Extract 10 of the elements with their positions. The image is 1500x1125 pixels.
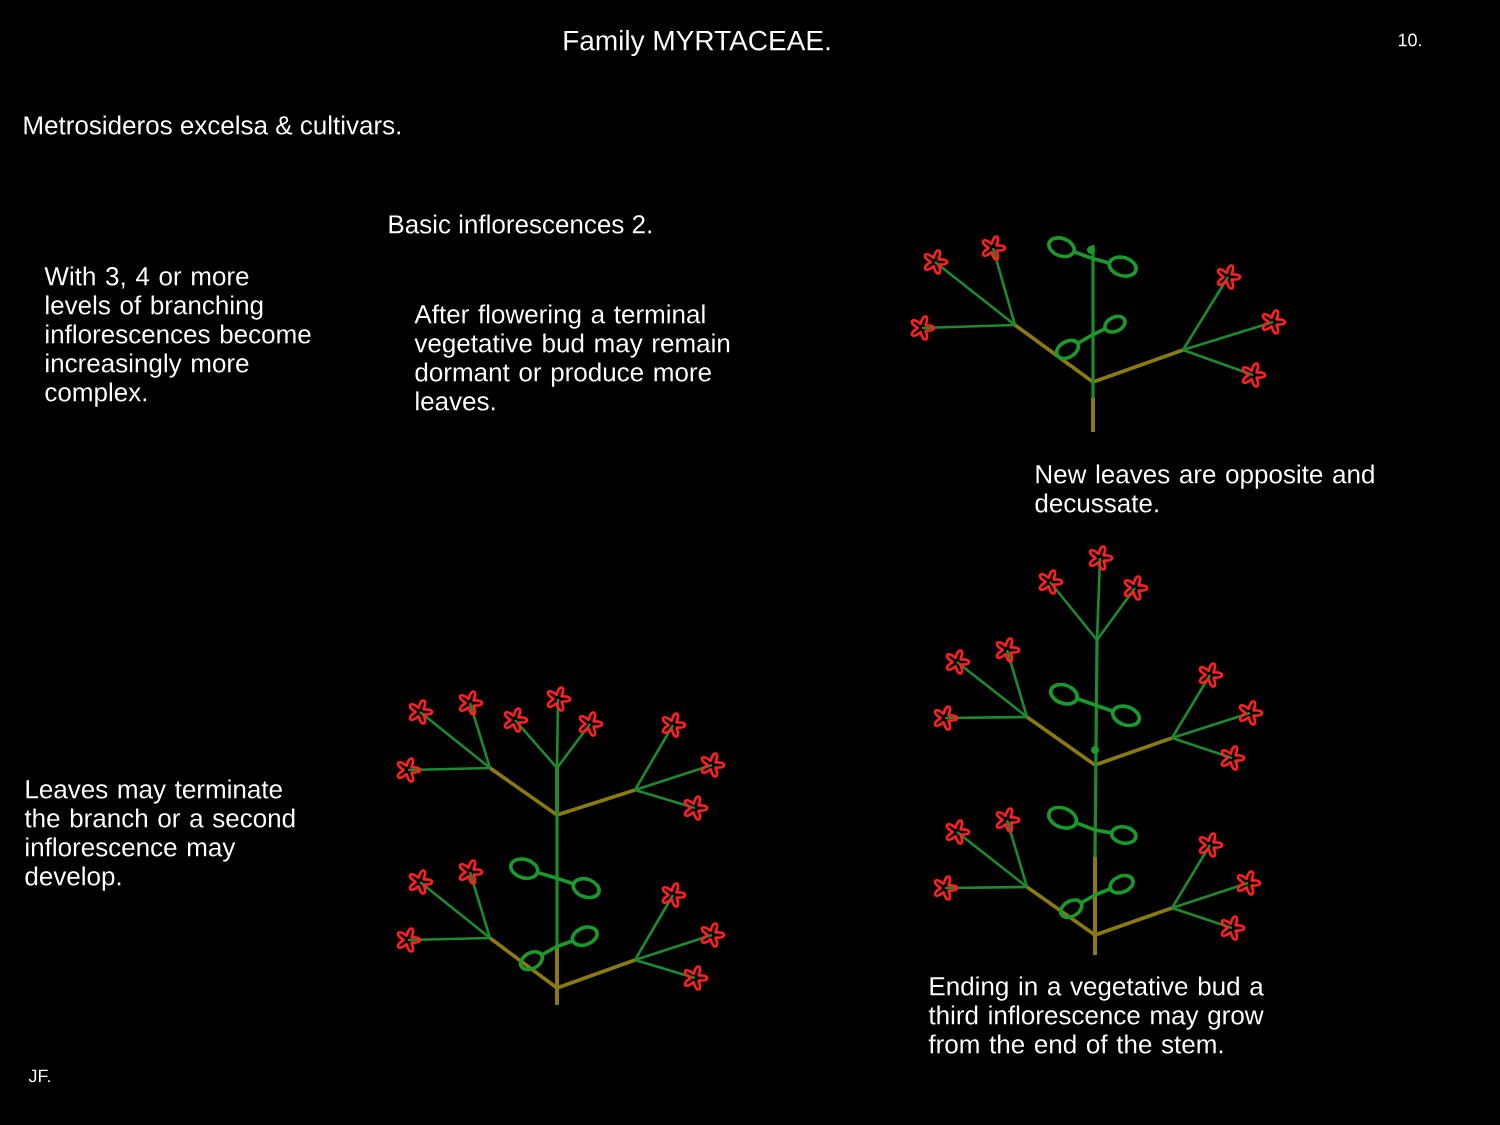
signature: JF. [28, 1069, 50, 1083]
subtitle: Metrosideros excelsa & cultivars. [24, 115, 400, 135]
note: Leaves may terminate the branch or a second inflorescence may develop. [24, 779, 295, 891]
note: Ending in a vegetative bud a third inflorescence may grow from the end of the stem. [928, 976, 1264, 1054]
page-number: 10. [1398, 33, 1421, 47]
note: New leaves are opposite and decussate. [1035, 464, 1374, 513]
note: With 3, 4 or more levels of branching inflorescences become increasingly more complex. [44, 266, 311, 407]
note: After flowering a terminal vegetative bud may remain dormant or produce more leaves. [414, 304, 730, 411]
heading: Basic inflorescences 2. [389, 214, 651, 234]
title: Family MYRTACEAE. [564, 29, 830, 57]
